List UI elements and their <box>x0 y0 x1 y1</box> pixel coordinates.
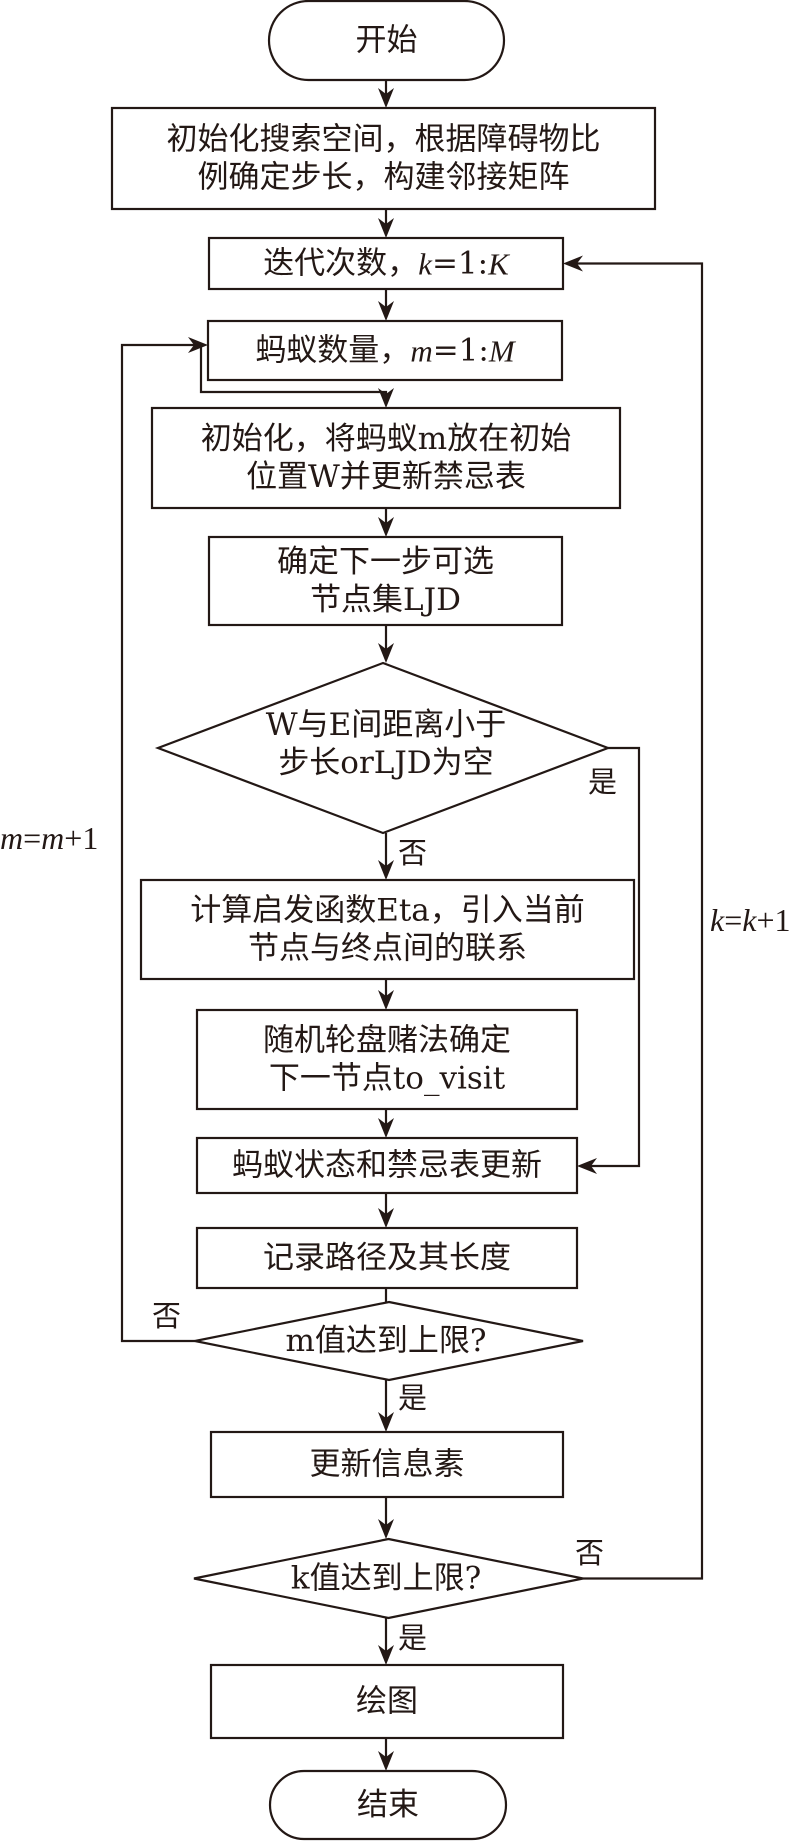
arrow-left-icon <box>563 255 583 272</box>
arrow-left-icon <box>577 1158 597 1174</box>
label-no-k-limit: 否 <box>575 1536 604 1570</box>
process-shape <box>110 106 657 211</box>
node-text-line: 节点与终点间的联系 <box>248 931 527 967</box>
arrow-right-icon <box>188 337 208 353</box>
node-text-line: 绘图 <box>356 1684 418 1720</box>
node-text-line: 下一节点to_visit <box>269 1061 506 1097</box>
arrow-down-icon <box>378 990 394 1010</box>
node-ant-loop: 蚂蚁数量，m=1:M <box>206 319 564 382</box>
arrow-down-icon <box>378 301 394 321</box>
process-shape <box>195 1136 579 1195</box>
node-text-line: 确定下一步可选 <box>277 544 494 580</box>
label-yes-k-limit: 是 <box>398 1621 427 1655</box>
node-text-line: 迭代次数，k=1:K <box>263 246 511 282</box>
label-m-increment: m=m+1 <box>0 820 98 856</box>
decision-shape <box>194 1300 584 1382</box>
arrow-ant_loop-to-init_ant <box>199 345 388 394</box>
k-loop-line <box>577 262 704 1580</box>
node-iter-loop: 迭代次数，k=1:K <box>207 236 565 291</box>
node-update-pheromone: 更新信息素 <box>209 1430 565 1499</box>
node-text-line: W与E间距离小于 <box>266 707 507 743</box>
arrow-down-icon <box>378 1118 394 1138</box>
process-shape <box>207 236 565 291</box>
label-yes-check-distance: 是 <box>588 765 617 799</box>
m-loop-line <box>120 343 195 1343</box>
yes-branch-line <box>591 746 641 1168</box>
terminal-shape <box>267 0 506 82</box>
node-plot: 绘图 <box>209 1663 565 1740</box>
process-shape <box>206 319 564 382</box>
node-text-line: 结束 <box>357 1787 419 1823</box>
arrow-down-icon <box>378 643 394 663</box>
arrow-down-icon <box>378 517 394 537</box>
node-text-line: 开始 <box>356 23 418 59</box>
node-text-line: 更新信息素 <box>310 1447 465 1483</box>
node-text-line: m值达到上限? <box>285 1323 486 1359</box>
label-no-m-limit: 否 <box>152 1299 181 1333</box>
arrow-down-icon <box>378 218 394 238</box>
node-text-line: 步长orLJD为空 <box>278 745 493 781</box>
arrow-down-icon <box>378 88 394 108</box>
decision-shape <box>154 661 612 835</box>
node-text-line: 蚂蚁数量，m=1:M <box>255 333 517 369</box>
process-shape <box>209 1663 565 1740</box>
node-k-limit: k值达到上限? <box>193 1537 584 1620</box>
label-no-check-distance: 否 <box>398 836 427 870</box>
process-shape <box>207 535 564 627</box>
node-update-state: 蚂蚁状态和禁忌表更新 <box>195 1136 579 1195</box>
arrow-down-icon <box>378 1751 394 1771</box>
decision-shape <box>193 1537 584 1620</box>
label-yes-m-limit: 是 <box>398 1381 427 1415</box>
arrow-down-icon <box>378 1645 394 1665</box>
arrow-down-icon <box>378 1208 394 1228</box>
arrow-down-icon <box>378 388 394 408</box>
arrow-down-icon <box>378 1519 394 1539</box>
node-text-line: 节点集LJD <box>310 582 461 618</box>
process-shape <box>209 1430 565 1499</box>
node-text-line: k值达到上限? <box>291 1561 481 1597</box>
node-text-line: 位置W并更新禁忌表 <box>246 459 526 495</box>
arrow-down-icon <box>378 1412 394 1432</box>
node-start: 开始 <box>267 0 506 82</box>
process-shape <box>139 878 636 981</box>
node-text-line: 初始化搜索空间，根据障碍物比 <box>167 122 601 158</box>
node-text-line: 初始化，将蚂蚁m放在初始 <box>201 421 571 457</box>
process-shape <box>150 406 622 510</box>
node-text-line: 随机轮盘赌法确定 <box>263 1023 511 1059</box>
node-record-path: 记录路径及其长度 <box>195 1226 579 1290</box>
process-shape <box>195 1008 579 1111</box>
node-m-limit: m值达到上限? <box>194 1300 584 1382</box>
node-text-line: 蚂蚁状态和禁忌表更新 <box>232 1148 542 1184</box>
arrow-down-icon <box>378 860 394 880</box>
terminal-shape <box>268 1769 508 1841</box>
node-text-line: 记录路径及其长度 <box>263 1240 511 1276</box>
node-text-line: 例确定步长，构建邻接矩阵 <box>198 160 570 196</box>
process-shape <box>195 1226 579 1290</box>
node-text-line: 计算启发函数Eta，引入当前 <box>190 893 585 929</box>
label-k-increment: k=k+1 <box>710 902 791 938</box>
node-end: 结束 <box>268 1769 508 1841</box>
